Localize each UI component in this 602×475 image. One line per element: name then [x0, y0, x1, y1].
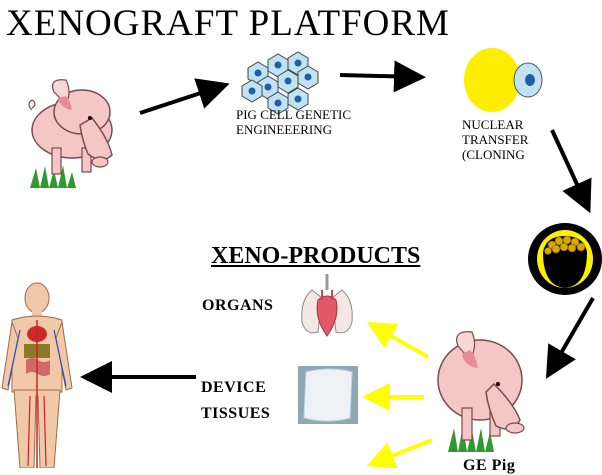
tissue-icon	[298, 366, 358, 424]
engineering-label: PIG CELL GENETIC ENGINEEERING	[236, 107, 351, 137]
yellow-arrows	[370, 326, 432, 463]
arrow-embryo-to-ge-pig	[550, 298, 593, 372]
device-label: DEVICE	[201, 379, 266, 397]
egg-cell-icon	[464, 48, 542, 112]
ge-pig-icon	[438, 332, 524, 452]
arrow-pig-to-bottom	[374, 440, 432, 463]
xeno-products-heading: XENO-PRODUCTS	[211, 243, 420, 270]
cell-cluster-icon	[242, 52, 318, 114]
pig-icon	[29, 80, 112, 188]
arrow-pig-to-cells	[140, 86, 222, 113]
organs-label: ORGANS	[202, 297, 273, 315]
arrow-pig-to-organs	[374, 326, 428, 357]
tissues-label: TISSUES	[201, 405, 270, 423]
embryo-icon	[528, 223, 602, 295]
page-title: XENOGRAFT PLATFORM	[6, 2, 450, 45]
arrow-cells-to-nuclear-transfer	[340, 75, 418, 77]
arrow-nuclear-to-embryo	[552, 130, 587, 206]
nuclear-transfer-label: NUCLEAR TRANSFER (CLONING	[462, 117, 528, 162]
ge-pig-label: GE Pig	[463, 457, 515, 475]
human-figure-icon	[2, 283, 72, 468]
organs-icon	[302, 274, 353, 336]
